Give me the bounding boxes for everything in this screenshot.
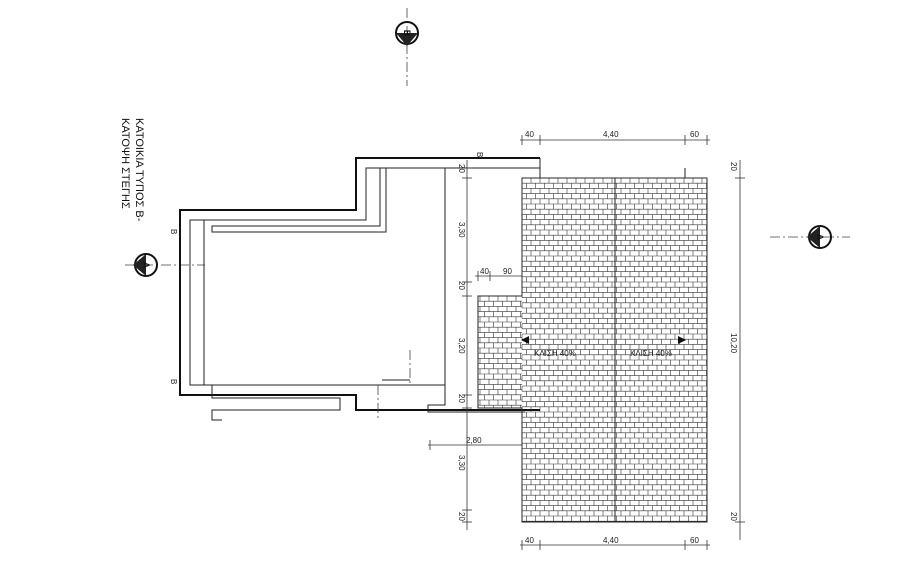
building-outline: B B B xyxy=(169,152,540,421)
dim-center-2: 20 xyxy=(457,281,466,290)
drawing-title: ΚΑΤΟΙΚΙΑ ΤΥΠΟΣ Β- ΚΑΤΟΨΗ ΣΤΕΓΗΣ xyxy=(119,118,145,222)
dim-center-3: 3,20 xyxy=(457,338,466,354)
wall-mark-top: B xyxy=(475,152,484,157)
dim-top-1: 4,40 xyxy=(603,130,619,139)
dim-right-2: 20 xyxy=(729,512,738,521)
slope-label-right: ΚΛΙΣΗ 40% xyxy=(630,349,672,358)
dimension-center-horizontal: 40 90 xyxy=(475,267,523,281)
dimension-right: 20 10,20 20 xyxy=(729,160,745,540)
dimension-center-vertical: 20 3,30 20 3,20 20 3,30 20 xyxy=(457,160,472,530)
dim-center-1: 3,30 xyxy=(457,222,466,238)
dim-right-0: 20 xyxy=(729,162,738,171)
dim-center-6: 20 xyxy=(457,512,466,521)
section-mark-a-right-label: A xyxy=(815,234,825,241)
dimension-top: 40 4,40 60 xyxy=(520,130,710,145)
dim-horiz-0: 40 xyxy=(480,267,489,276)
section-mark-b-top: B xyxy=(395,8,419,86)
dim-center-4: 20 xyxy=(457,394,466,403)
title-line-2: ΚΑΤΟΨΗ ΣΤΕΓΗΣ xyxy=(119,118,131,209)
dim-bottom-1: 4,40 xyxy=(603,536,619,545)
dim-horiz-1: 90 xyxy=(503,267,512,276)
roof-tiles: ΚΛΙΣΗ 40% ΚΛΙΣΗ 40% xyxy=(477,158,708,523)
dim-top-2: 60 xyxy=(690,130,699,139)
dim-center-0: 20 xyxy=(457,164,466,173)
dim-top-0: 40 xyxy=(525,130,534,139)
wall-mark-left-upper: B xyxy=(169,229,178,234)
dim-bottom-0: 40 xyxy=(525,536,534,545)
section-mark-a-right: A xyxy=(770,225,850,249)
dim-right-1: 10,20 xyxy=(729,333,738,354)
title-line-1: ΚΑΤΟΙΚΙΑ ΤΥΠΟΣ Β- xyxy=(133,118,145,222)
dimension-lower-horizontal: 2,80 xyxy=(428,436,523,450)
slope-label-left: ΚΛΙΣΗ 40% xyxy=(534,349,576,358)
section-mark-b-label: B xyxy=(402,30,412,37)
wall-mark-left-lower: B xyxy=(169,379,178,384)
dim-center-5: 3,30 xyxy=(457,455,466,471)
dim-lower-0: 2,80 xyxy=(466,436,482,445)
section-mark-a-left-label: A xyxy=(141,262,151,269)
section-mark-a-left: A xyxy=(125,253,205,277)
dim-bottom-2: 60 xyxy=(690,536,699,545)
dimension-bottom: 40 4,40 60 xyxy=(520,536,710,550)
